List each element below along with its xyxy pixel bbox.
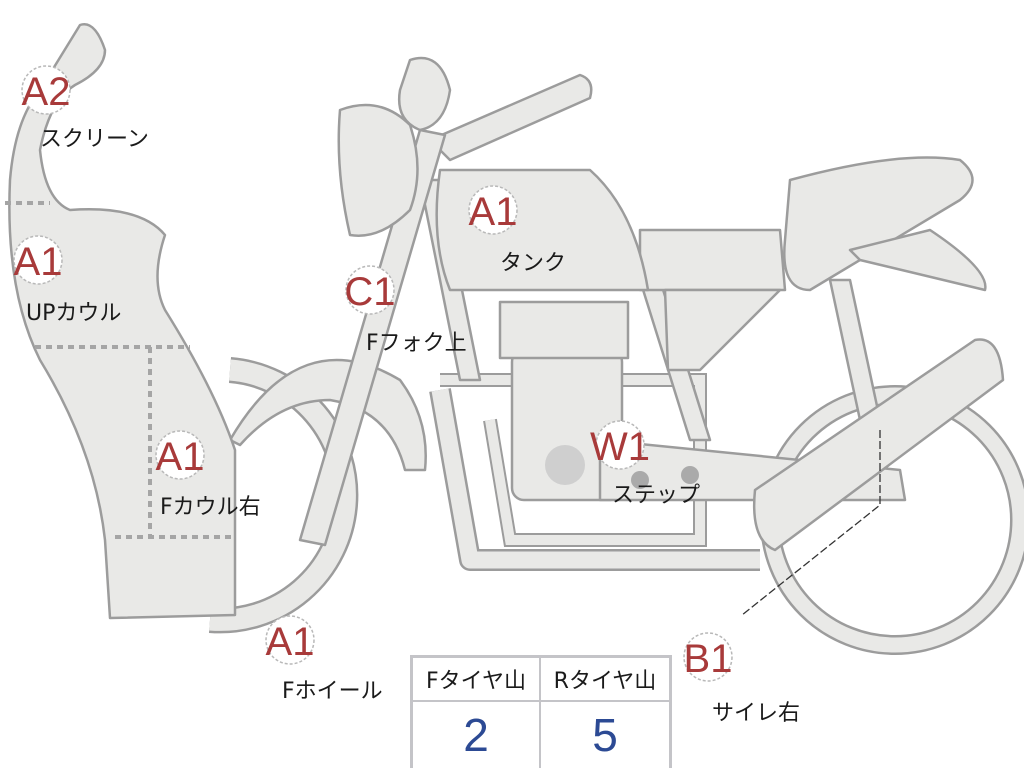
damage-marker-step: W1 <box>590 420 650 470</box>
damage-marker-upper-cowl: A1 <box>13 235 63 285</box>
damage-marker-silencer-right: B1 <box>683 632 733 682</box>
svg-text:B1: B1 <box>684 637 733 681</box>
part-label-upper-cowl: UPカウル <box>26 301 121 326</box>
part-label-silencer-right: サイレ右 <box>712 701 800 726</box>
damage-marker-front-fork: C1 <box>344 265 396 315</box>
seat <box>783 156 974 292</box>
part-label-front-fork: Fフォク上 <box>366 331 467 356</box>
damage-marker-front-wheel: A1 <box>265 615 315 665</box>
engine-cover <box>545 445 585 485</box>
part-label-tank: タンク <box>500 251 566 276</box>
handlebar <box>428 73 593 162</box>
tire-tread-table: Fタイヤ山 Rタイヤ山 2 5 <box>410 655 672 768</box>
front-fork <box>298 128 447 547</box>
damage-marker-front-cowl-right: A1 <box>155 430 205 480</box>
front-fender <box>228 358 427 472</box>
cylinder <box>498 300 630 360</box>
muffler <box>753 338 1005 552</box>
svg-text:W1: W1 <box>590 425 650 469</box>
svg-text:A1: A1 <box>469 190 518 234</box>
front-tire-value: 2 <box>413 702 541 768</box>
part-label-step: ステップ <box>612 483 700 508</box>
rear-tire-header: Rタイヤ山 <box>541 658 669 702</box>
part-label-front-cowl-right: Fカウル右 <box>160 495 261 520</box>
damage-marker-tank: A1 <box>468 185 518 235</box>
part-label-screen: スクリーン <box>40 127 149 152</box>
svg-text:A2: A2 <box>22 70 71 114</box>
mirror <box>397 56 452 132</box>
part-label-front-wheel: Fホイール <box>282 679 383 704</box>
svg-text:A1: A1 <box>156 435 205 479</box>
svg-text:A1: A1 <box>14 240 63 284</box>
side-cover <box>638 228 787 292</box>
svg-text:C1: C1 <box>344 270 395 314</box>
front-tire-header: Fタイヤ山 <box>413 658 541 702</box>
rear-tire-value: 5 <box>592 709 618 761</box>
damage-marker-screen: A2 <box>21 65 71 115</box>
svg-text:A1: A1 <box>266 620 315 664</box>
headlight <box>337 103 419 237</box>
